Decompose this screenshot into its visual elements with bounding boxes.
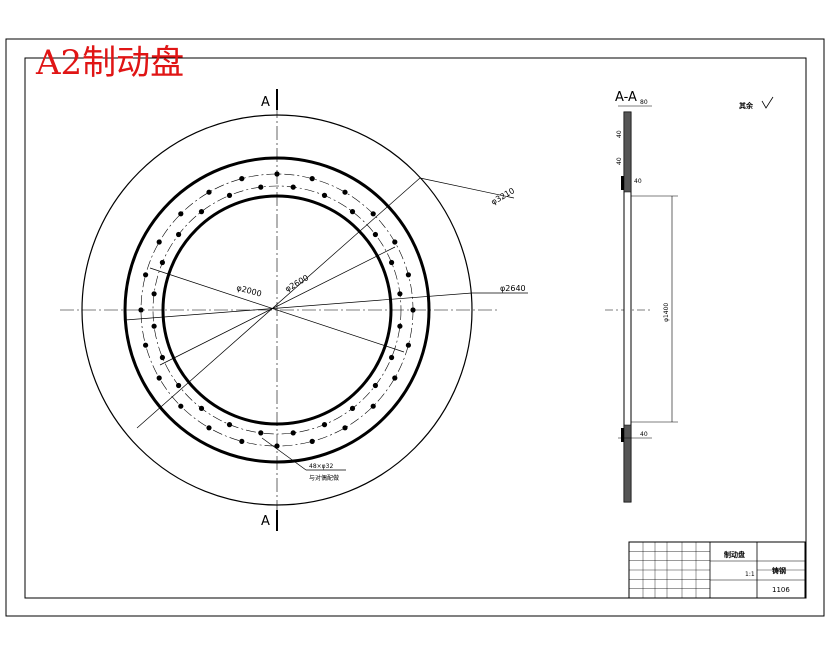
bolt-hole (176, 382, 182, 389)
dim-line-2640 (124, 292, 473, 321)
title-block-part-no: 1106 (772, 586, 790, 594)
title-block: 制动盘 铸钢 1106 1:1 (628, 541, 806, 599)
bolt-circle-inner (152, 185, 402, 435)
title-block-scale: 1:1 (745, 571, 755, 578)
dim-label-t4: 40 (634, 178, 642, 185)
dim-label-1400: φ1400 (663, 303, 670, 322)
bolt-hole (321, 422, 328, 428)
bolt-hole (349, 405, 356, 411)
inner-border (24, 57, 807, 599)
dim-label-2640: φ2640 (500, 284, 526, 293)
bolt-hole (151, 323, 157, 329)
bolt-hole (226, 422, 233, 428)
friction-ring-outer (123, 156, 431, 464)
dim-line-2600 (159, 246, 396, 366)
bolt-hole (178, 403, 184, 409)
dim-ext-3210 (419, 177, 515, 199)
hole-note-line2: 与对偶配做 (309, 474, 339, 482)
title-block-grid (629, 542, 710, 598)
bolt-hole (372, 382, 378, 389)
bolt-hole (178, 211, 184, 217)
section-step-bottom (621, 428, 624, 442)
bolt-holes (138, 171, 416, 449)
bolt-hole (389, 354, 395, 361)
section-hatch-top (623, 111, 632, 193)
bolt-hole (143, 272, 149, 278)
surface-roughness-note: 其余 (739, 101, 754, 110)
bolt-hole (372, 231, 378, 238)
bolt-hole (151, 291, 157, 297)
dim-label-3210: φ3210 (490, 186, 517, 207)
bolt-hole (198, 209, 205, 215)
bolt-hole (239, 176, 245, 182)
dim-label-2600: φ2600 (284, 273, 311, 294)
bolt-hole (206, 189, 212, 195)
section-view: A-A φ1400 80 40 40 40 40 (605, 90, 678, 503)
bolt-hole (309, 176, 315, 182)
bolt-hole (309, 438, 315, 444)
inner-bore-circle (161, 194, 393, 426)
bolt-hole (392, 239, 398, 245)
dim-label-t2: 40 (616, 130, 623, 138)
dim-line-2000 (149, 267, 405, 353)
hole-note-line1: 48×φ32 (309, 463, 333, 470)
bolt-hole (389, 259, 395, 266)
section-mark-bottom: A (261, 514, 270, 529)
section-step-top (621, 176, 624, 190)
bolt-hole (156, 239, 162, 245)
dim-label-t1: 80 (640, 99, 648, 106)
bolt-hole (392, 375, 398, 381)
dim-label-t3: 40 (616, 157, 623, 165)
bolt-hole (206, 425, 212, 431)
bolt-hole (143, 342, 149, 348)
outer-border (5, 38, 825, 617)
bolt-hole (274, 443, 280, 449)
section-hatch-bottom (623, 424, 632, 503)
bolt-hole (159, 259, 165, 266)
drawing-title: A2制动盘 (35, 43, 184, 83)
dim-label-2000: φ2000 (235, 283, 262, 298)
bolt-hole (397, 323, 403, 329)
bolt-hole (370, 403, 376, 409)
bolt-hole (349, 209, 356, 215)
bolt-hole (405, 342, 411, 348)
bolt-hole (410, 307, 416, 313)
dim-label-t5: 40 (640, 431, 648, 438)
bolt-hole (138, 307, 144, 313)
hole-leader (261, 437, 307, 471)
bolt-hole (370, 211, 376, 217)
section-mark-top: A (261, 95, 270, 110)
roughness-symbol-icon (761, 96, 774, 109)
bolt-hole (159, 354, 165, 361)
section-view-label: A-A (615, 90, 637, 105)
bolt-hole (226, 192, 233, 198)
bolt-hole (198, 405, 205, 411)
bolt-hole (258, 430, 264, 436)
bolt-hole (290, 430, 296, 436)
bolt-hole (397, 291, 403, 297)
bolt-hole (342, 189, 348, 195)
title-block-material: 铸钢 (772, 566, 786, 575)
bolt-hole (321, 192, 328, 198)
bolt-hole (258, 184, 264, 190)
outer-circle (81, 114, 473, 506)
bolt-hole (239, 438, 245, 444)
bolt-hole (405, 272, 411, 278)
bolt-hole (342, 425, 348, 431)
bolt-hole (156, 375, 162, 381)
dim-line-3210 (136, 177, 421, 429)
front-view: A A φ3210 φ2640 φ2600 φ2000 48×φ32 与对偶配做 (60, 89, 528, 531)
bolt-hole (290, 184, 296, 190)
bolt-hole (176, 231, 182, 238)
title-block-drawing-name: 制动盘 (724, 550, 745, 559)
bolt-hole (274, 171, 280, 177)
